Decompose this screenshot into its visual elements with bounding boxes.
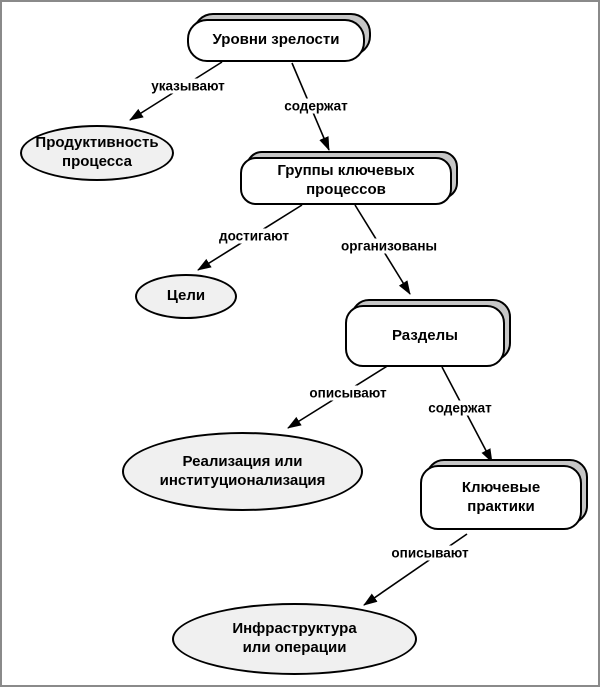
node-sections-label: Разделы — [345, 305, 505, 367]
edge-label-maturity-to-productivity: указывают — [148, 78, 228, 94]
node-goals: Цели — [135, 274, 237, 319]
edge-label-groups-to-sections: организованы — [337, 238, 441, 254]
edge-label-sections-to-practices: содержат — [425, 400, 495, 416]
node-process-productivity: Продуктивность процесса — [20, 125, 174, 181]
node-key-practices: Ключевые практики — [420, 459, 588, 530]
node-key-process-groups-label: Группы ключевых процессов — [240, 157, 452, 205]
node-sections: Разделы — [345, 299, 511, 367]
node-maturity-levels-label: Уровни зрелости — [187, 19, 365, 62]
node-key-practices-label: Ключевые практики — [420, 465, 582, 530]
edge-label-maturity-to-groups: содержат — [281, 98, 351, 114]
node-infrastructure: Инфраструктура или операции — [172, 603, 417, 675]
node-key-process-groups: Группы ключевых процессов — [240, 151, 458, 205]
edge-label-practices-to-infrastructure: описывают — [388, 545, 472, 561]
node-maturity-levels: Уровни зрелости — [187, 13, 371, 62]
edge-label-sections-to-implementation: описывают — [306, 385, 390, 401]
edge-label-groups-to-goals: достигают — [216, 228, 292, 244]
node-implementation: Реализация или институционализация — [122, 432, 363, 511]
